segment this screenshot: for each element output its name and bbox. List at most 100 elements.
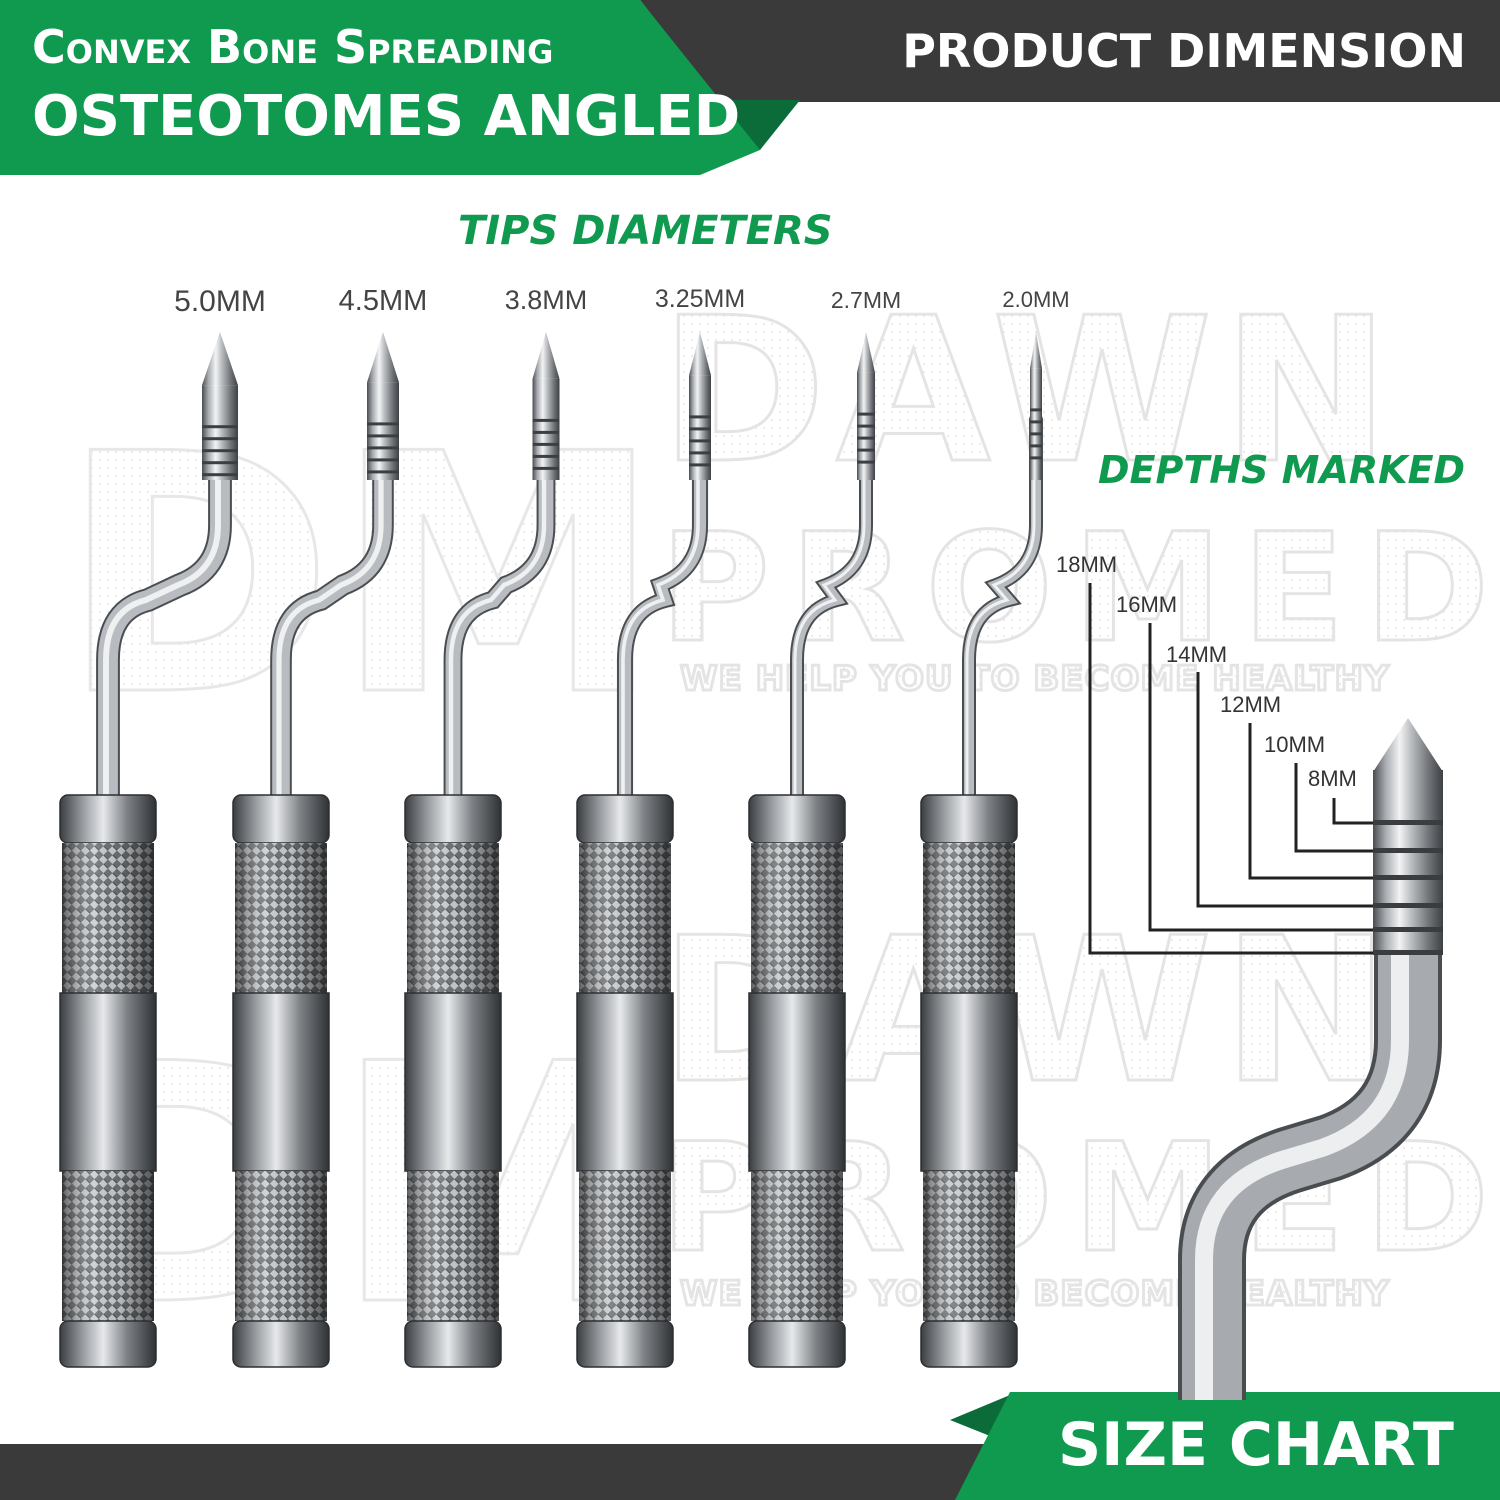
handle-knurl-lower-shade [62, 1171, 154, 1321]
watermark-brand-bottom: PROMED [660, 502, 1500, 676]
handle-knurl-lower-shade [235, 1171, 327, 1321]
handle-knurl-upper-shade [751, 843, 843, 993]
depth-ring [689, 463, 711, 467]
depth-ring [1030, 408, 1042, 412]
handle-knurl-upper-shade [579, 843, 671, 993]
depth-ring [202, 437, 238, 441]
watermark-monogram: DM [60, 384, 662, 768]
depth-ring [367, 422, 399, 426]
depth-ring [857, 424, 875, 428]
depth-leader-14MM [1196, 672, 1373, 908]
depth-ring [532, 418, 560, 422]
depth-label-10: 10MM [1264, 732, 1326, 757]
depth-ring [202, 461, 238, 465]
product-title-line1: Convex Bone Spreading [32, 20, 554, 74]
shaft-highlight [965, 418, 1036, 802]
depth-ring [1030, 456, 1042, 460]
osteotome-3 [404, 332, 560, 1368]
handle-polished-mid [748, 992, 846, 1172]
header-green-banner [0, 0, 760, 175]
detail-tip-body [1373, 770, 1443, 950]
handle-polished-mid [232, 992, 330, 1172]
detail-shaft-highlight [1195, 940, 1409, 1400]
tip-body [367, 382, 399, 480]
handle-cap-top [404, 794, 502, 844]
handle-cap-bottom [59, 1320, 157, 1368]
depth-label-12: 12MM [1220, 692, 1282, 717]
depths-marked-heading: DEPTHS MARKED [1098, 448, 1466, 492]
depth-label-18: 18MM [1056, 552, 1118, 577]
depth-ring [532, 430, 560, 434]
handle-cap-top [232, 794, 330, 844]
handle-cap-bottom [404, 1320, 502, 1368]
tips-diameters-heading: TIPS DIAMETERS [458, 208, 833, 254]
tip-point [532, 332, 560, 379]
osteotome-5 [748, 332, 875, 1368]
tip-body [202, 385, 238, 480]
depth-ring [689, 451, 711, 455]
tip-point [367, 332, 399, 383]
handle-polished-mid [59, 992, 157, 1172]
depth-ring [532, 454, 560, 458]
depth-ring [689, 415, 711, 419]
depth-ring [1030, 444, 1042, 448]
handle-knurl-upper-shade [923, 843, 1015, 993]
depth-label-16: 16MM [1116, 592, 1178, 617]
depth-ring [202, 473, 238, 477]
handle-knurl-upper-shade [62, 843, 154, 993]
osteotome-1 [59, 332, 238, 1368]
handle-cap-top [748, 794, 846, 844]
depth-ring [532, 442, 560, 446]
depth-leader-16MM [1148, 623, 1373, 932]
depth-ring [202, 425, 238, 429]
tip-label-4: 3.25MM [654, 285, 746, 313]
depth-leader-10MM [1294, 763, 1373, 853]
handle-knurl-lower-shade [407, 1171, 499, 1321]
depth-leader-12MM [1248, 723, 1373, 880]
handle-knurl-upper-shade [407, 843, 499, 993]
depth-detail-instrument [1178, 718, 1443, 1400]
depth-ring [1030, 432, 1042, 436]
detail-depth-ring [1373, 820, 1443, 825]
tip-point [857, 332, 875, 373]
handle-cap-bottom [576, 1320, 674, 1368]
header-dark-band [640, 0, 1500, 102]
product-dimension-title: PRODUCT DIMENSION [902, 24, 1466, 78]
osteotome-2 [232, 332, 399, 1368]
handle-knurl-lower-shade [579, 1171, 671, 1321]
size-chart-label: SIZE CHART [1057, 1410, 1454, 1480]
depth-ring [857, 460, 875, 464]
depth-ring [857, 412, 875, 416]
handle-knurl-lower-shade [751, 1171, 843, 1321]
depth-ring [1030, 420, 1042, 424]
shaft-highlight [793, 418, 866, 802]
depth-ring [367, 470, 399, 474]
depth-ring [689, 427, 711, 431]
handle-cap-top [920, 794, 1018, 844]
depth-label-14: 14MM [1166, 642, 1228, 667]
shaft-highlight [103, 417, 221, 803]
depth-leader-8MM [1332, 798, 1373, 825]
tip-label-5: 2.7MM [830, 287, 902, 313]
osteotome-6 [920, 332, 1043, 1368]
watermark-tagline: WE HELP YOU TO BECOME HEALTHY [680, 659, 1390, 699]
tip-body [1030, 368, 1042, 480]
depth-leader-18MM [1088, 583, 1373, 955]
tip-label-1: 5.0MM [174, 285, 266, 318]
watermark-monogram-2: DM [60, 994, 662, 1378]
tip-point [689, 332, 711, 376]
handle-knurl-upper-shade [235, 843, 327, 993]
handle-cap-top [59, 794, 157, 844]
depth-ring [857, 448, 875, 452]
shaft-highlight [448, 417, 547, 803]
handle-cap-top [576, 794, 674, 844]
detail-depth-ring [1373, 848, 1443, 853]
tip-label-3: 3.8MM [504, 285, 588, 315]
handle-knurl-lower-shade [923, 1171, 1015, 1321]
depth-ring [689, 439, 711, 443]
tip-point [1030, 332, 1042, 369]
depth-ring [857, 436, 875, 440]
depth-ring [367, 434, 399, 438]
